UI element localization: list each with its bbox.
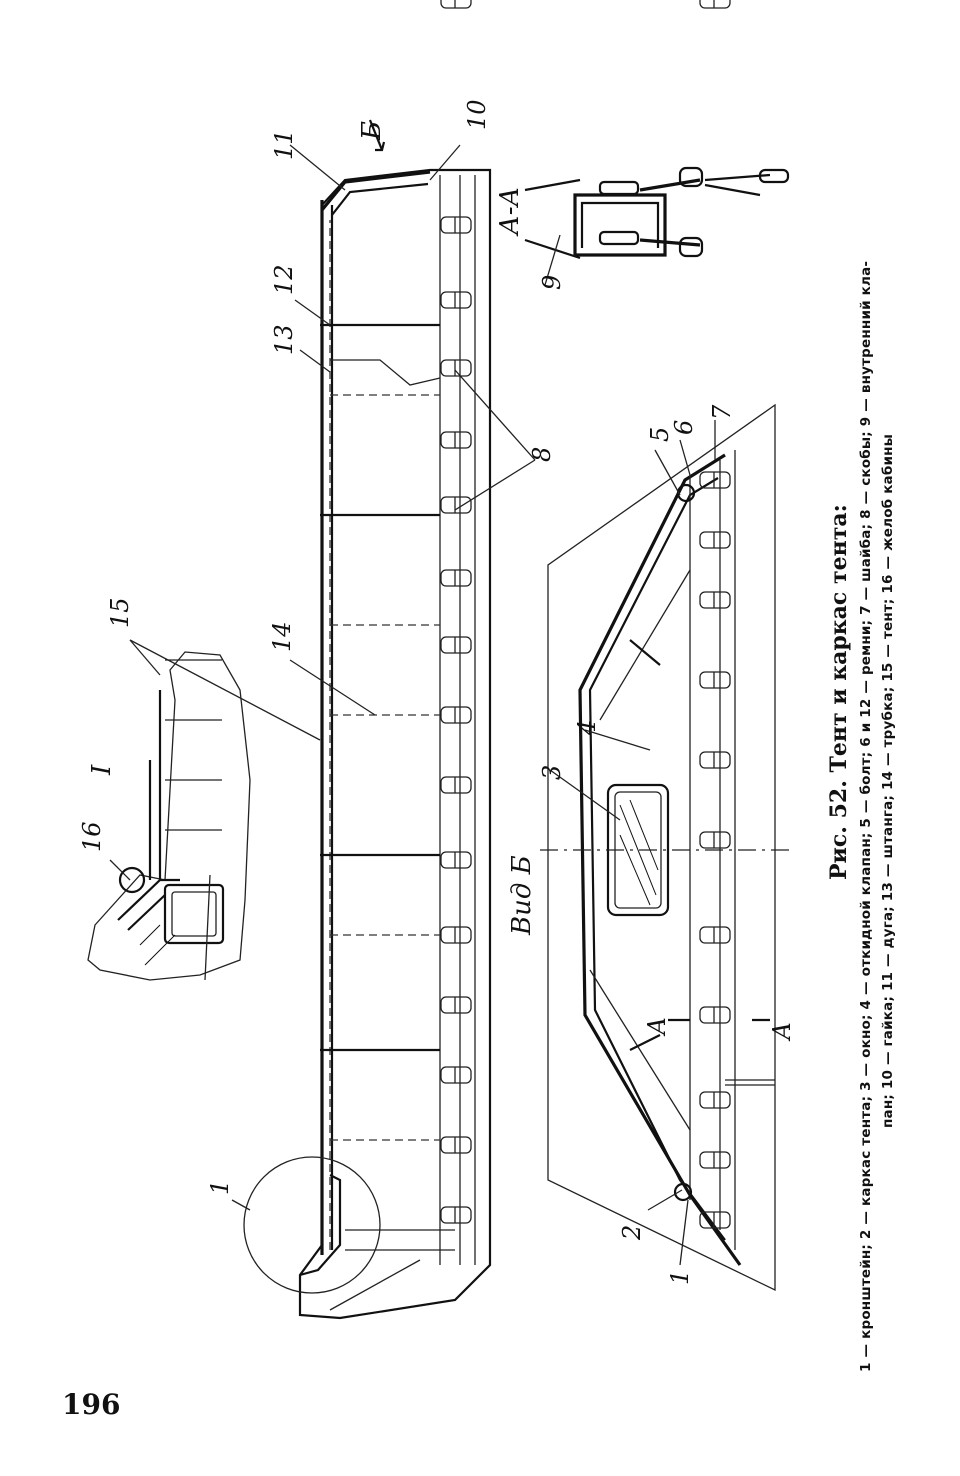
callout-leaders [109, 144, 716, 1266]
callout-6: 6 [670, 420, 698, 435]
section-mark-a-right: А [768, 1022, 796, 1042]
label-detail-I: I [87, 764, 117, 776]
callout-2: 2 [618, 1225, 646, 1241]
label-section-a-a: А-А [495, 187, 525, 237]
callout-5: 5 [646, 427, 674, 442]
side-view [243, 0, 492, 1320]
callout-10: 10 [463, 99, 491, 130]
callout-3: 3 [538, 765, 566, 780]
callout-7: 7 [708, 404, 736, 420]
base-clamps [699, 0, 731, 1229]
callout-15: 15 [106, 597, 134, 628]
view-b [540, 0, 790, 1292]
callout-9: 9 [538, 275, 566, 290]
callout-4: 4 [573, 720, 601, 736]
callout-1-bottom: 1 [666, 1270, 694, 1285]
callout-14: 14 [268, 621, 296, 652]
page-number: 196 [62, 1388, 121, 1421]
callout-8: 8 [528, 447, 556, 462]
label-direction-b: Б [357, 121, 387, 141]
callout-11: 11 [270, 129, 298, 160]
callout-13: 13 [270, 324, 298, 355]
section-a-a [524, 166, 790, 260]
callout-12: 12 [270, 264, 298, 295]
callout-16: 16 [78, 821, 106, 852]
label-view-b: Вид Б [507, 855, 537, 936]
figure-legend-line-1: 1 — кронштейн; 2 — каркас тента; 3 — окн… [858, 260, 874, 1372]
section-mark-a-left: А [643, 1017, 671, 1037]
figure-legend-line-2: пан; 10 — гайка; 11 — дуга; 13 — штанга;… [880, 433, 896, 1128]
side-clamps [440, 0, 472, 1224]
detail-I [87, 651, 251, 981]
callout-1-top: 1 [206, 1180, 234, 1195]
figure-caption-title: Рис. 52. Тент и каркас тента: [826, 504, 852, 880]
callout-labels: I 1 11 Б 10 12 13 14 15 16 8 А-А 9 Вид Б… [78, 99, 796, 1285]
